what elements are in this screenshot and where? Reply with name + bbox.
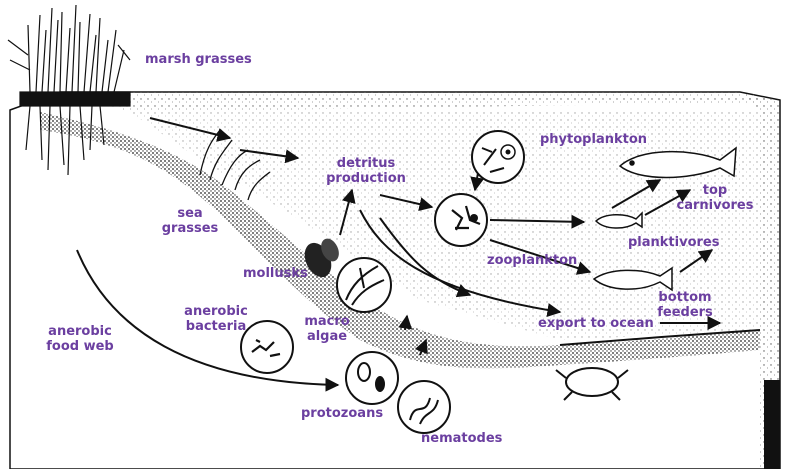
label-phytoplankton: phytoplankton [540, 132, 647, 147]
label-nematodes: nematodes [421, 431, 502, 446]
label-sea-grasses: sea grasses [155, 206, 225, 236]
label-macro-algae: macro algae [300, 314, 354, 344]
label-marsh-grasses: marsh grasses [145, 52, 252, 67]
protozoans-circle-icon [346, 352, 398, 404]
label-export-to-ocean: export to ocean [538, 316, 654, 331]
phytoplankton-circle-icon [472, 131, 524, 183]
label-anerobic-food-web-line2: food web [40, 339, 120, 354]
nematodes-circle-icon [398, 381, 450, 433]
label-detritus-line2: production [316, 171, 416, 186]
label-top-carnivores: top carnivores [665, 183, 765, 213]
label-detritus-line1: detritus [316, 156, 416, 171]
label-bottom-feeders-line1: bottom [650, 290, 720, 305]
label-planktivores: planktivores [628, 235, 719, 250]
label-anerobic-food-web-line1: anerobic [40, 324, 120, 339]
label-mollusks: mollusks [243, 266, 308, 281]
label-detritus-production: detritus production [316, 156, 416, 186]
label-sea-grasses-line2: grasses [155, 221, 225, 236]
label-macro-algae-line1: macro [300, 314, 354, 329]
label-top-carnivores-line1: top [665, 183, 765, 198]
label-sea-grasses-line1: sea [155, 206, 225, 221]
label-top-carnivores-line2: carnivores [665, 198, 765, 213]
label-zooplankton: zooplankton [487, 253, 577, 268]
label-macro-algae-line2: algae [300, 329, 354, 344]
label-anerobic-food-web: anerobic food web [40, 324, 120, 354]
label-anerobic-bacteria-line2: bacteria [176, 319, 256, 334]
label-protozoans: protozoans [301, 406, 383, 421]
macro-algae-circle-icon [337, 258, 391, 312]
label-bottom-feeders-line2: feeders [650, 305, 720, 320]
zooplankton-circle-icon [435, 194, 487, 246]
label-anerobic-bacteria-line1: anerobic [176, 304, 256, 319]
label-bottom-feeders: bottom feeders [650, 290, 720, 320]
label-anerobic-bacteria: anerobic bacteria [176, 304, 256, 334]
